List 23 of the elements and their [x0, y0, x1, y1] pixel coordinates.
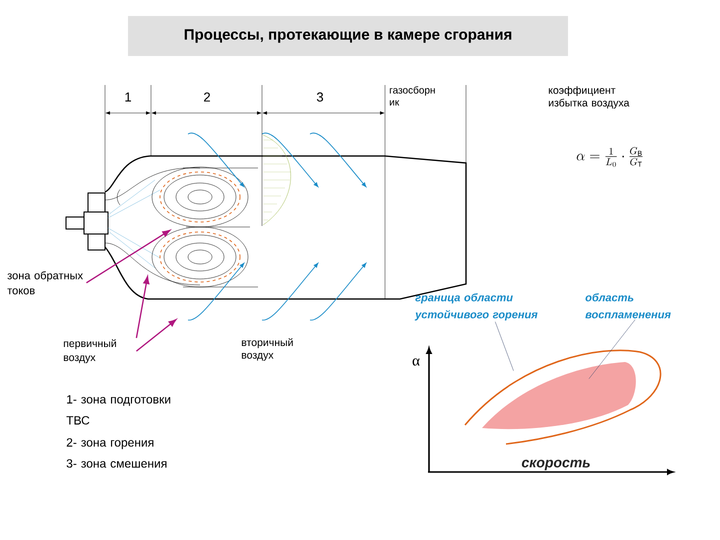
arrow	[136, 276, 150, 338]
arrow	[136, 319, 176, 352]
chart-label: область воспламенения	[585, 293, 671, 318]
stability-boundary-curve	[464, 350, 662, 445]
legend-text: 1- зона подготовки ТВС	[66, 395, 170, 425]
region-label: первичный воздух	[64, 339, 116, 364]
zone-number: 2	[204, 92, 210, 102]
part-label: вторичный воздух	[242, 338, 293, 361]
axis-label: скорость	[522, 460, 590, 470]
chart-label: граница области устойчивого горения	[414, 293, 538, 321]
legend-text: 3- зона смешения	[66, 459, 166, 468]
formula: $\alpha = \frac{1}{L_{0}} \cdot \frac{G_{\text{В}}}{G_{\text{Т}}}$	[576, 147, 643, 167]
zone-number: 3	[316, 92, 324, 102]
region-label: зона обратных токов	[7, 271, 83, 294]
part-label: газосборн ик	[390, 86, 435, 106]
leader-line	[588, 319, 636, 379]
zone-number: 1	[125, 92, 131, 102]
axis-label: α	[412, 358, 420, 366]
formula-caption: коэффициент избытка воздуха	[548, 86, 630, 109]
title-box: Процессы, протекающие в камере сгорания	[128, 16, 568, 56]
arrow	[86, 230, 170, 284]
legend-text: 2- зона горения	[66, 438, 154, 450]
leader-line	[495, 322, 514, 371]
